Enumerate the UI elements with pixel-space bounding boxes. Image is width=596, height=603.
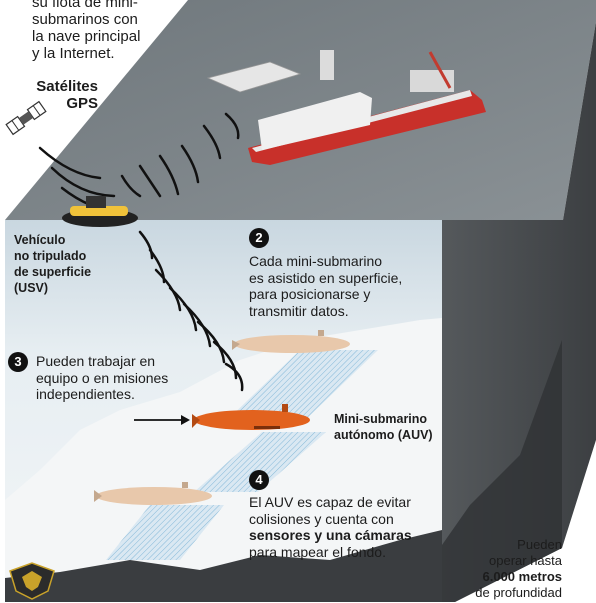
usv-vehicle xyxy=(62,196,138,227)
step-4-line-4: para mapear el fondo. xyxy=(249,543,386,560)
step-3-text: Pueden trabajar en equipo o en misiones … xyxy=(36,353,168,403)
auv-label-line-2: autónomo (AUV) xyxy=(334,428,433,442)
intro-line-1: su flota de mini- xyxy=(32,0,138,11)
satellite-label-line-1: Satélites xyxy=(36,78,98,95)
seabed-shadow xyxy=(5,530,442,602)
auv-bottom xyxy=(94,482,212,505)
intro-text: su flota de mini- submarinos con la nave… xyxy=(32,0,140,62)
usv-label-line-1: Vehículo xyxy=(14,233,66,247)
step-4-line-1: El AUV es capaz de evitar xyxy=(249,494,411,510)
usv-label-line-3: de superficie xyxy=(14,265,92,279)
intro-line-3: la nave principal xyxy=(32,28,141,45)
satellite-label: Satélites GPS xyxy=(30,78,98,112)
depth-line-2: operar hasta xyxy=(489,553,562,568)
scan-beam-1 xyxy=(222,350,378,425)
auv-pointer-arrow xyxy=(134,415,190,425)
auv-label: Mini-submarino autónomo (AUV) xyxy=(334,411,433,443)
step-2-line-2: es asistido en superficie, xyxy=(249,269,403,286)
depth-line-1: Pueden xyxy=(517,537,562,552)
auv-main xyxy=(192,404,310,430)
intro-line-4: y la Internet. xyxy=(32,45,115,62)
signal-waves-usv xyxy=(138,230,244,392)
usv-label: Vehículo no tripulado de superficie (USV… xyxy=(14,232,91,296)
step-2-badge: 2 xyxy=(249,228,269,248)
step-2-text: Cada mini-submarino es asistido en super… xyxy=(249,253,402,319)
step-2-line-4: transmitir datos. xyxy=(249,302,349,319)
usv-label-line-4: (USV) xyxy=(14,281,49,295)
signal-waves-ship xyxy=(120,112,240,198)
step-3-line-3: independientes. xyxy=(36,386,135,402)
mother-ship xyxy=(206,50,486,165)
satellite-label-line-2: GPS xyxy=(66,95,98,112)
step-3-badge: 3 xyxy=(8,352,28,372)
auv-top xyxy=(232,330,350,353)
step-2-line-1: Cada mini-submarino xyxy=(249,253,383,269)
auv-label-line-1: Mini-submarino xyxy=(334,412,428,426)
intro-line-2: submarinos con xyxy=(32,11,138,28)
depth-note: Pueden operar hasta 6.000 metros de prof… xyxy=(475,537,562,601)
side-seabed xyxy=(442,340,562,602)
satellite-icon xyxy=(5,100,47,136)
step-4-line-3: sensores y una cámaras xyxy=(249,527,412,543)
depth-line-4: de profundidad xyxy=(475,585,562,600)
step-4-badge: 4 xyxy=(249,470,269,490)
scan-beam-3 xyxy=(106,505,224,560)
step-3-line-1: Pueden trabajar en xyxy=(36,353,156,369)
step-3-line-2: equipo o en misiones xyxy=(36,369,169,386)
usv-label-line-2: no tripulado xyxy=(14,249,87,263)
step-4-text: El AUV es capaz de evitar colisiones y c… xyxy=(249,494,412,560)
scan-beam-2 xyxy=(194,432,326,492)
depth-line-3: 6.000 metros xyxy=(482,569,563,584)
logo-badge xyxy=(9,562,55,600)
step-2-line-3: para posicionarse y xyxy=(249,286,371,302)
step-4-line-2: colisiones y cuenta con xyxy=(249,510,394,527)
